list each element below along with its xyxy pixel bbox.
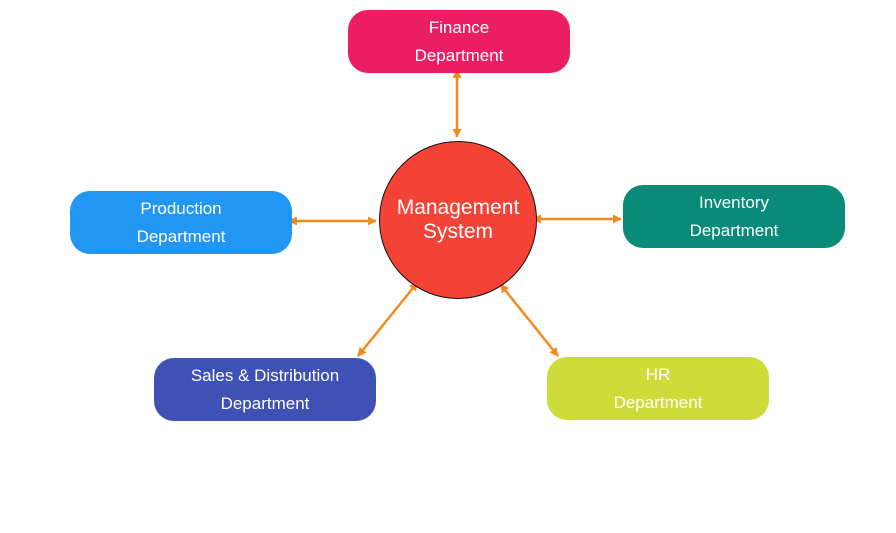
sales-label-line1: Sales & Distribution: [190, 365, 340, 385]
production-label-line1: Production: [140, 198, 222, 218]
finance-label-line2: Department: [414, 45, 504, 65]
hr-department-node: HR Department: [547, 357, 769, 420]
production-department-node: Production Department: [70, 191, 292, 254]
center-label-line1: Management: [396, 196, 520, 219]
hr-label-line1: HR: [645, 364, 671, 384]
sales-distribution-department-node: Sales & Distribution Department: [154, 358, 376, 421]
finance-label-line1: Finance: [428, 17, 490, 37]
finance-department-node: Finance Department: [348, 10, 570, 73]
inventory-label-line2: Department: [689, 220, 779, 240]
sales-arrow: [357, 281, 419, 357]
hr-arrow: [499, 283, 559, 357]
production-label-line2: Department: [136, 226, 226, 246]
inventory-label-line1: Inventory: [699, 192, 769, 212]
inventory-department-node: Inventory Department: [623, 185, 845, 248]
sales-label-line2: Department: [220, 393, 310, 413]
hr-label-line2: Department: [613, 392, 703, 412]
center-label-line2: System: [422, 220, 493, 243]
management-system-node: Management System: [379, 141, 537, 299]
